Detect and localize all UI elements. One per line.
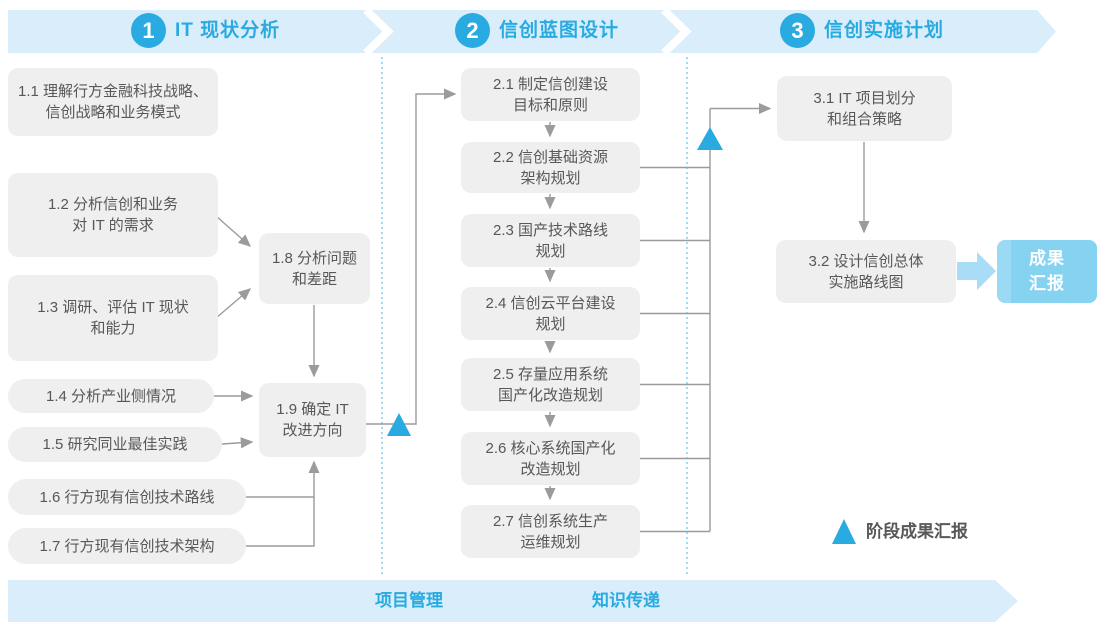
step-box-2-2: 2.2 信创基础资源 架构规划 [461,142,640,193]
connector-lines [214,88,870,547]
footer-label-project-management: 项目管理 [375,591,443,610]
legend-label: 阶段成果汇报 [866,522,968,541]
step-box-1-9: 1.9 确定 IT 改进方向 [259,383,366,457]
step-box-1-5: 1.5 研究同业最佳实践 [8,427,222,462]
phase-2-number-badge: 2 [455,13,490,48]
step-box-2-6: 2.6 核心系统国产化 改造规划 [461,432,640,485]
result-report-box: 成果 汇报 [997,240,1097,303]
connector-1-3-to-1-8 [215,288,252,319]
band-chevron-separator-2 [661,7,692,56]
footer-label-knowledge-transfer: 知识传递 [592,591,660,610]
step-box-3-2: 3.2 设计信创总体 实施路线图 [776,240,956,303]
step-box-2-7: 2.7 信创系统生产 运维规划 [461,505,640,558]
step-box-2-5: 2.5 存量应用系统 国产化改造规划 [461,358,640,411]
result-block-arrow-icon [957,252,996,290]
step-box-1-4: 1.4 分析产业侧情况 [8,379,214,413]
step-box-3-1: 3.1 IT 项目划分 和组合策略 [777,76,952,141]
phase-3-title: 信创实施计划 [824,20,945,41]
step-box-1-8: 1.8 分析问题 和差距 [259,233,370,304]
phase-2-title: 信创蓝图设计 [499,20,620,41]
milestone-triangle-icon-phase2 [697,127,723,150]
phase-1-header: 1 IT 现状分析 [131,13,280,48]
step-box-1-2: 1.2 分析信创和业务 对 IT 的需求 [8,173,218,257]
step-box-2-1: 2.1 制定信创建设 目标和原则 [461,68,640,121]
legend-triangle-icon [832,519,856,544]
connector-1-5-to-1-9 [221,437,254,449]
phase-1-title: IT 现状分析 [175,20,281,41]
connector-1-7-elbow [246,497,315,547]
step-box-2-3: 2.3 国产技术路线 规划 [461,214,640,267]
connector-1-6-to-1-9 [246,460,320,498]
bottom-stream-band [8,580,1018,622]
step-box-1-6: 1.6 行方现有信创技术路线 [8,479,246,515]
step-box-1-3: 1.3 调研、评估 IT 现状 和能力 [8,275,218,361]
step-box-1-7: 1.7 行方现有信创技术架构 [8,528,246,564]
phase-3-header: 3 信创实施计划 [780,13,944,48]
milestone-triangle-icon-phase1 [387,413,411,436]
connector-1-2-to-1-8 [215,215,252,247]
step-box-1-1: 1.1 理解行方金融科技战略、 信创战略和业务模式 [8,68,218,136]
phase-1-number-badge: 1 [131,13,166,48]
band-chevron-separator-1 [363,7,394,56]
step-box-2-4: 2.4 信创云平台建设 规划 [461,287,640,340]
connector-1-9-to-2-1 [365,88,457,425]
phase-2-header: 2 信创蓝图设计 [455,13,619,48]
phase-3-number-badge: 3 [780,13,815,48]
